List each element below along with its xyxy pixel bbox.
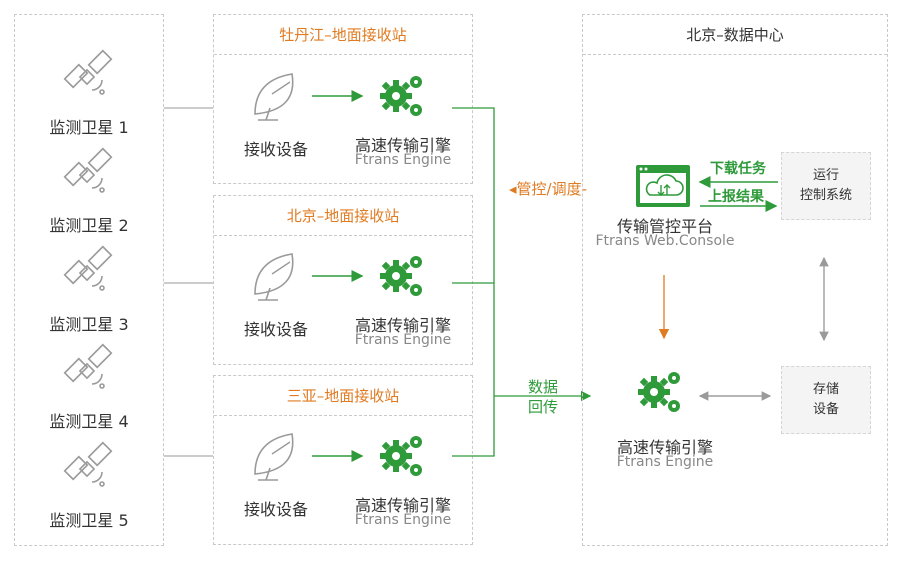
satellite-label: 监测卫星 3	[49, 315, 129, 334]
receiver-label: 接收设备	[243, 500, 308, 519]
control-arrow-icon: ◂	[508, 180, 517, 198]
station-panel: 牡丹江–地面接收站	[213, 14, 473, 184]
dc-engine-label: 高速传输引擎	[616, 438, 713, 457]
ops-control-system: 运行 控制系统	[781, 152, 871, 220]
satellite-icon	[63, 49, 113, 95]
engine-en-label: Ftrans Engine	[354, 152, 452, 168]
receiver-label: 接收设备	[243, 320, 308, 339]
ops-line-1: 运行	[812, 168, 839, 183]
satellite-icon	[63, 343, 113, 389]
station-panel: 北京–地面接收站	[213, 195, 473, 365]
ops-line-2: 控制系统	[799, 188, 852, 203]
platform-en-label: Ftrans Web.Console	[595, 233, 735, 249]
storage-line-2: 设备	[812, 402, 839, 417]
satellite-panel	[14, 14, 164, 546]
satellite-icon	[63, 441, 113, 487]
data-return-label-1: 数据	[527, 378, 558, 396]
upload-result-label: 上报结果	[708, 189, 764, 205]
storage-device: 存储 设备	[781, 366, 871, 434]
control-label-text: 管控/调度	[516, 180, 582, 198]
engine-en-label: Ftrans Engine	[354, 332, 452, 348]
satellite-label: 监测卫星 5	[49, 511, 129, 530]
station-title: 北京–地面接收站	[214, 196, 472, 236]
control-link-label: ◂管控/调度-	[508, 180, 587, 198]
platform-label: 传输管控平台	[616, 217, 713, 236]
satellite-label: 监测卫星 2	[49, 216, 129, 235]
data-return-label-2: 回传	[527, 398, 558, 416]
datacenter-title: 北京–数据中心	[583, 15, 887, 55]
datacenter-panel: 北京–数据中心	[582, 14, 888, 546]
satellite-icon	[63, 147, 113, 193]
satellite-label: 监测卫星 1	[49, 118, 129, 137]
receiver-label: 接收设备	[243, 140, 308, 159]
satellite-label: 监测卫星 4	[49, 412, 129, 431]
station-panel: 三亚–地面接收站	[213, 375, 473, 545]
storage-line-1: 存储	[812, 382, 839, 397]
station-title: 三亚–地面接收站	[214, 376, 472, 416]
engine-en-label: Ftrans Engine	[354, 512, 452, 528]
dc-engine-en-label: Ftrans Engine	[616, 454, 714, 470]
satellite-icon	[63, 245, 113, 291]
download-task-label: 下载任务	[710, 161, 766, 177]
station-title: 牡丹江–地面接收站	[214, 15, 472, 55]
engine-label: 高速传输引擎	[354, 496, 451, 515]
engine-label: 高速传输引擎	[354, 316, 451, 335]
engine-label: 高速传输引擎	[354, 136, 451, 155]
